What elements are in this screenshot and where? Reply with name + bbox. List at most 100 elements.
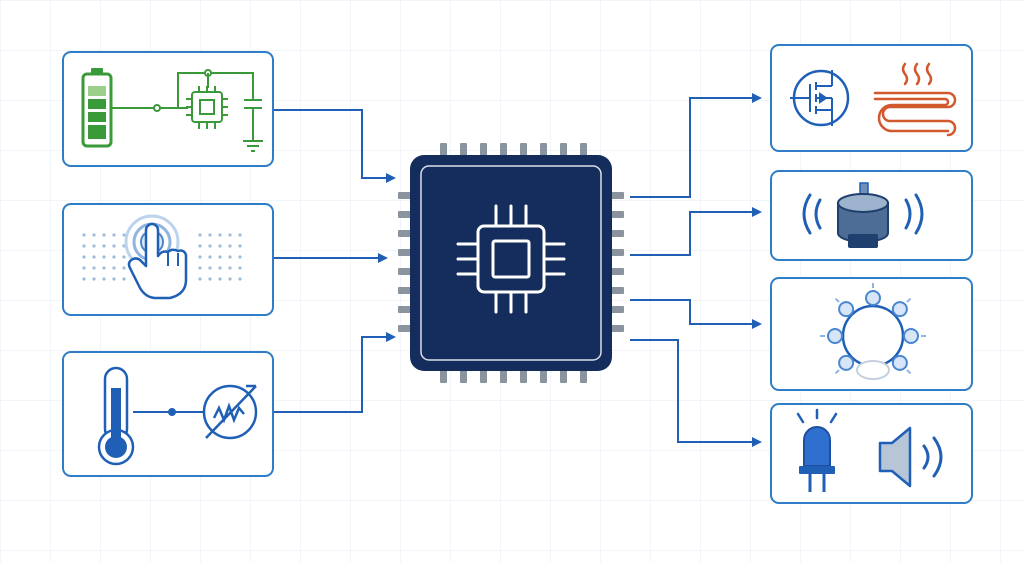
connector-power-to-chip xyxy=(273,109,396,183)
mosfet-icon xyxy=(790,69,850,127)
chip-pin xyxy=(398,287,412,294)
chip-pin xyxy=(460,143,467,157)
grid-dot xyxy=(92,255,96,259)
grid-dot xyxy=(228,233,232,237)
chip-pin xyxy=(610,230,624,237)
grid-dot xyxy=(228,255,232,259)
grid-dot xyxy=(122,277,126,281)
grid-dot xyxy=(228,244,232,248)
chip-pin xyxy=(520,369,527,383)
led-bead xyxy=(827,328,843,344)
input-touch-sensor xyxy=(62,203,274,316)
grid-dot xyxy=(92,266,96,270)
chip-pin xyxy=(610,306,624,313)
chip-pin xyxy=(500,369,507,383)
chip-pin xyxy=(398,211,412,218)
led-bead xyxy=(838,354,855,371)
input-power-circuit xyxy=(62,51,274,167)
connector-temp-to-chip xyxy=(273,332,396,413)
connector-chip-to-heater xyxy=(630,93,762,198)
grid-dot xyxy=(122,233,126,237)
grid-dot xyxy=(198,233,202,237)
grid-dot xyxy=(112,244,116,248)
chip-pin xyxy=(610,268,624,275)
grid-dot xyxy=(82,266,86,270)
heating-element-icon xyxy=(873,62,957,137)
chip-pin xyxy=(480,143,487,157)
output-led-ring xyxy=(770,277,973,391)
grid-dot xyxy=(208,277,212,281)
chip-pin xyxy=(560,369,567,383)
chip-pin xyxy=(580,143,587,157)
grid-dot xyxy=(92,233,96,237)
grid-dot xyxy=(218,255,222,259)
grid-dot xyxy=(92,244,96,248)
connector-chip-to-motor xyxy=(630,207,762,256)
chip-pin xyxy=(480,369,487,383)
chip-pin xyxy=(580,369,587,383)
connector-chip-to-led-ring xyxy=(630,299,762,329)
input-temperature-sensor xyxy=(62,351,274,477)
grid-dot xyxy=(102,266,106,270)
grid-dot xyxy=(218,244,222,248)
grid-dot xyxy=(218,266,222,270)
grid-dot xyxy=(218,277,222,281)
grid-dot xyxy=(122,255,126,259)
led-bead xyxy=(891,301,908,318)
chip-pin xyxy=(398,268,412,275)
grid-dot xyxy=(208,244,212,248)
grid-dot xyxy=(122,266,126,270)
grid-dot xyxy=(208,266,212,270)
led-glow xyxy=(834,369,840,375)
grid-dot xyxy=(198,255,202,259)
led-glow xyxy=(834,297,840,303)
chip-pin xyxy=(610,249,624,256)
grid-dot xyxy=(238,233,242,237)
grid-dot xyxy=(102,244,106,248)
grid-dot xyxy=(238,244,242,248)
chip-pin xyxy=(610,325,624,332)
grid-dot xyxy=(198,266,202,270)
capacitor-icon xyxy=(244,99,262,116)
grid-dot xyxy=(82,233,86,237)
grid-dot xyxy=(112,266,116,270)
grid-dot xyxy=(82,255,86,259)
cpu-chip-icon xyxy=(456,204,566,314)
microcontroller-icon xyxy=(186,86,228,129)
chip-pin xyxy=(398,325,412,332)
led-glow xyxy=(906,297,912,303)
chip-pins xyxy=(398,143,624,383)
grid-dot xyxy=(112,277,116,281)
thermometer-icon xyxy=(97,366,135,466)
connectors xyxy=(273,93,762,447)
motor-icon xyxy=(802,182,924,248)
thermistor-icon xyxy=(202,384,258,440)
grid-dot xyxy=(228,266,232,270)
led-glow xyxy=(906,369,912,375)
led-bead xyxy=(838,301,855,318)
chip-pin xyxy=(520,143,527,157)
temp-wiring xyxy=(133,408,204,416)
grid-dot xyxy=(198,277,202,281)
grid-dot xyxy=(238,266,242,270)
ground-icon xyxy=(243,140,263,152)
touch-hand-icon xyxy=(124,214,188,300)
chip-pin xyxy=(398,306,412,313)
grid-dot xyxy=(82,244,86,248)
grid-dot xyxy=(208,233,212,237)
grid-dot xyxy=(102,255,106,259)
led-icon xyxy=(796,408,838,492)
grid-dot xyxy=(228,277,232,281)
power-wiring xyxy=(111,69,254,140)
chip-pin xyxy=(560,143,567,157)
grid-dot xyxy=(92,277,96,281)
chip-pin xyxy=(540,369,547,383)
dot-grid-right xyxy=(198,233,242,281)
grid-dot xyxy=(82,277,86,281)
connector-chip-to-indicator xyxy=(630,339,762,447)
output-led-buzzer xyxy=(770,403,973,504)
chip-pin xyxy=(398,192,412,199)
chip-pin xyxy=(540,143,547,157)
